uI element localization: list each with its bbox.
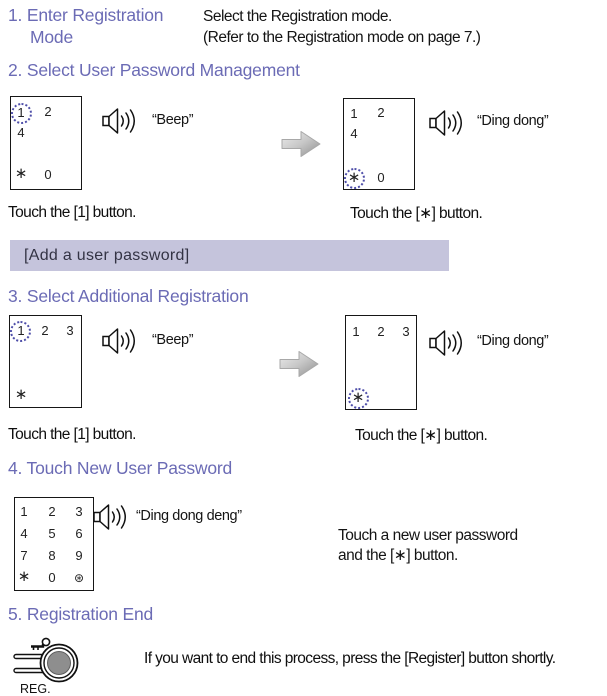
keypad-key: ∗ bbox=[17, 568, 31, 585]
keypad-key: ∗ bbox=[351, 389, 365, 406]
sound-text-ding-dong: “Ding dong” bbox=[477, 113, 549, 129]
keypad-key: 0 bbox=[377, 170, 385, 185]
keypad-key: 1 bbox=[350, 106, 358, 121]
keypad-key: 4 bbox=[20, 526, 28, 541]
right-arrow-icon bbox=[279, 127, 323, 161]
keypad-key: ∗ bbox=[14, 165, 28, 182]
keypad-key: 0 bbox=[44, 167, 52, 182]
sound-text-beep: “Beep” bbox=[152, 332, 194, 348]
keypad-key: 3 bbox=[75, 504, 83, 519]
keypad-key: 6 bbox=[75, 526, 83, 541]
keypad-key-bell: ⊛ bbox=[73, 571, 85, 585]
highlight-circle-key-star bbox=[347, 387, 369, 409]
speaker-icon bbox=[93, 504, 131, 530]
step5-heading: 5. Registration End bbox=[8, 604, 154, 624]
keypad-key: 4 bbox=[17, 125, 25, 140]
step4-note-line2: and the [∗] button. bbox=[338, 547, 458, 564]
keypad-step4: 1 2 3 4 5 6 7 8 9 ∗ 0 ⊛ bbox=[14, 497, 94, 591]
step4-heading: 4. Touch New User Password bbox=[8, 458, 233, 478]
right-arrow-icon bbox=[277, 347, 321, 381]
speaker-icon bbox=[102, 328, 140, 354]
step1-note-line1: Select the Registration mode. bbox=[203, 8, 392, 25]
register-button-icon bbox=[10, 636, 86, 684]
speaker-icon bbox=[102, 108, 140, 134]
keypad-step2-right: 1 2 4 ∗ 0 bbox=[343, 98, 415, 190]
keypad-key: 4 bbox=[350, 126, 358, 141]
keypad-key: 7 bbox=[20, 548, 28, 563]
step1-heading-line2: Mode bbox=[30, 27, 73, 47]
keypad-key: 8 bbox=[48, 548, 56, 563]
register-button-label: REG. bbox=[20, 682, 51, 696]
add-user-password-banner: [Add a user password] bbox=[10, 240, 449, 271]
keypad-key: 2 bbox=[377, 105, 385, 120]
keypad-key: 1 bbox=[17, 323, 25, 338]
keypad-key: ∗ bbox=[14, 386, 28, 403]
sound-text-beep: “Beep” bbox=[152, 112, 194, 128]
step1-heading-line1: 1. Enter Registration bbox=[8, 5, 164, 25]
sound-text-ding-dong: “Ding dong” bbox=[477, 333, 549, 349]
step2-left-caption: Touch the [1] button. bbox=[8, 204, 136, 221]
step3-right-caption: Touch the [∗] button. bbox=[355, 427, 488, 444]
keypad-key: 9 bbox=[75, 548, 83, 563]
step2-heading: 2. Select User Password Management bbox=[8, 60, 300, 80]
keypad-key: 2 bbox=[377, 324, 385, 339]
keypad-key: 2 bbox=[44, 104, 52, 119]
keypad-step2-left: 1 2 4 ∗ 0 bbox=[10, 96, 82, 190]
keypad-key: 5 bbox=[48, 526, 56, 541]
highlight-circle-key-1 bbox=[10, 102, 32, 124]
highlight-circle-key-1 bbox=[10, 320, 31, 342]
keypad-key: 1 bbox=[17, 105, 25, 120]
keypad-key: 3 bbox=[402, 324, 410, 339]
keypad-key: 1 bbox=[352, 324, 360, 339]
step2-right-caption: Touch the [∗] button. bbox=[350, 205, 483, 222]
highlight-circle-key-star bbox=[343, 167, 365, 189]
step5-note: If you want to end this process, press t… bbox=[144, 650, 556, 667]
keypad-key: 2 bbox=[48, 504, 56, 519]
speaker-icon bbox=[429, 330, 467, 356]
sound-text-ding-dong-deng: “Ding dong deng” bbox=[136, 508, 242, 524]
keypad-key: 1 bbox=[20, 504, 28, 519]
keypad-key: 0 bbox=[48, 570, 56, 585]
keypad-step3-right: 1 2 3 ∗ bbox=[345, 315, 417, 410]
keypad-key: ∗ bbox=[347, 169, 361, 186]
step1-note-line2: (Refer to the Registration mode on page … bbox=[203, 29, 481, 46]
step4-note-line1: Touch a new user password bbox=[338, 527, 518, 544]
keypad-step3-left: 1 2 3 ∗ bbox=[9, 315, 82, 408]
keypad-key: 2 bbox=[41, 323, 49, 338]
keypad-key: 3 bbox=[66, 323, 74, 338]
speaker-icon bbox=[429, 110, 467, 136]
step3-left-caption: Touch the [1] button. bbox=[8, 426, 136, 443]
step3-heading: 3. Select Additional Registration bbox=[8, 286, 249, 306]
